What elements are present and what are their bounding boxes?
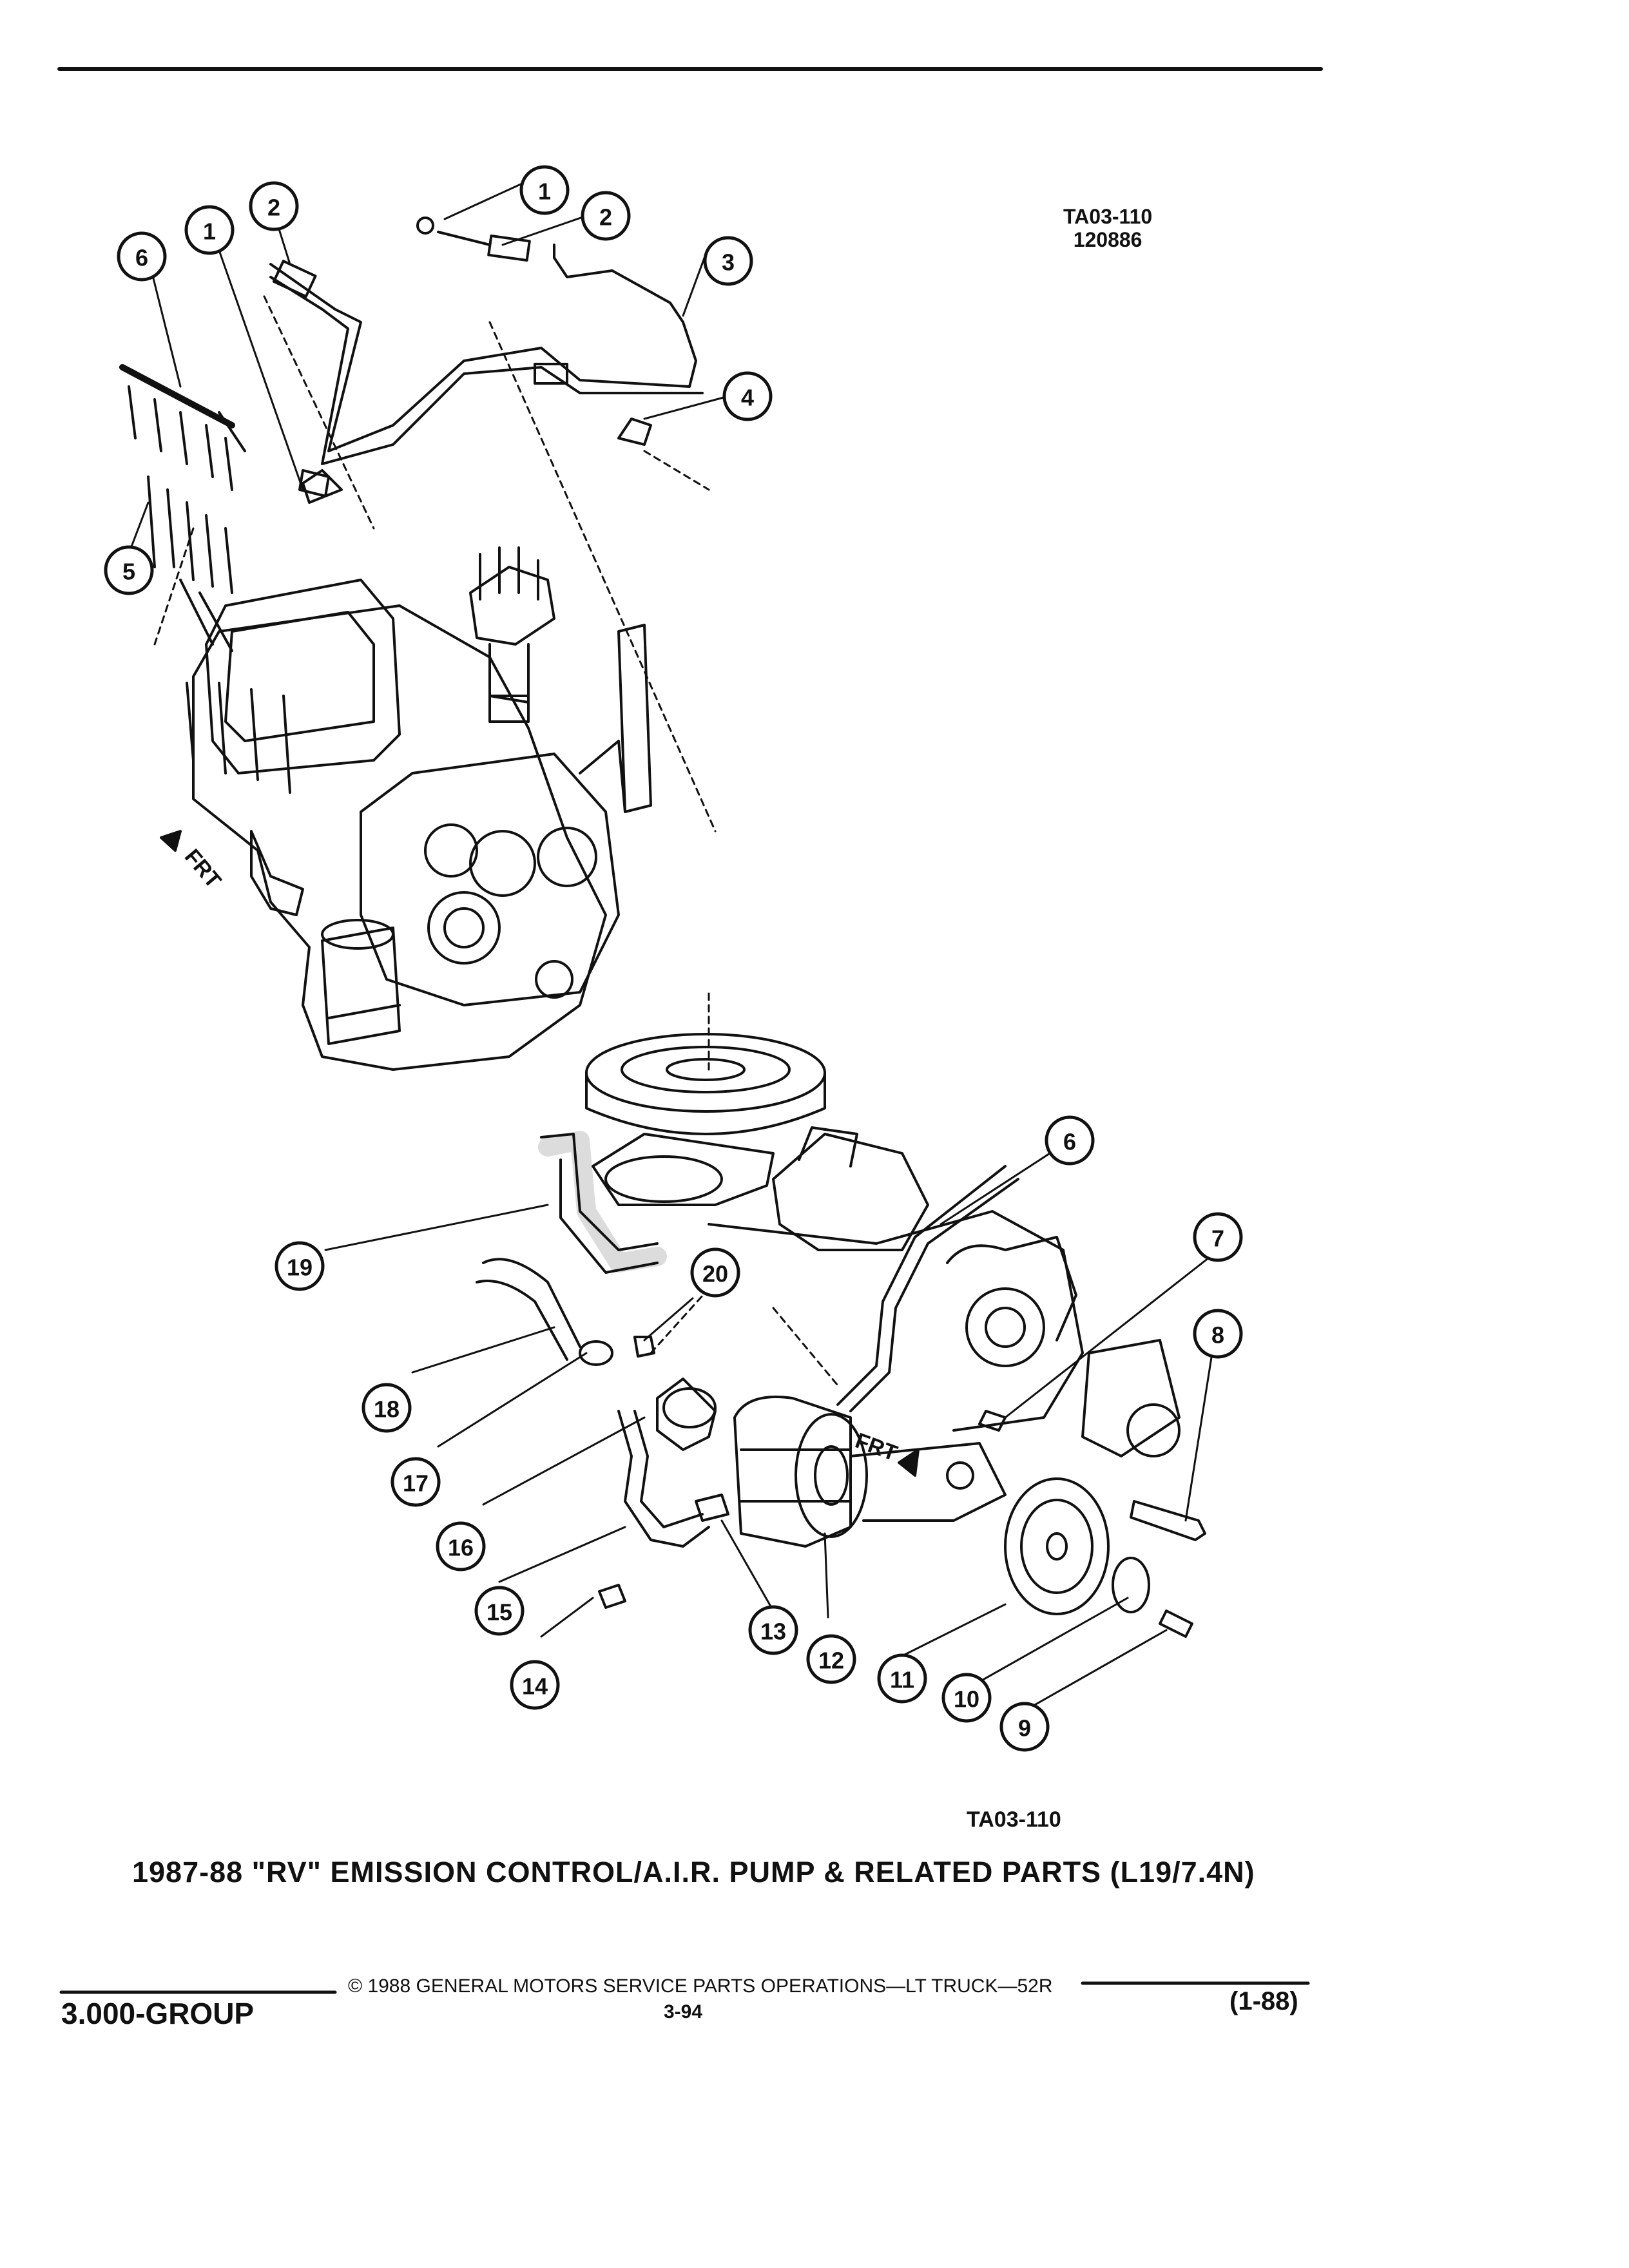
callout-label-4: 4	[741, 385, 754, 411]
callout-circle-8	[1193, 1309, 1243, 1359]
callout-label-1-left: 1	[203, 218, 216, 245]
callout-label-8: 8	[1211, 1322, 1224, 1349]
callout-label-7: 7	[1211, 1225, 1224, 1252]
callout-label-11: 11	[890, 1667, 914, 1693]
callout-label-6-top: 6	[135, 245, 148, 271]
lower-leader-lines	[324, 1139, 1216, 1712]
callout-markers	[104, 165, 1243, 1752]
callout-label-18: 18	[374, 1396, 400, 1423]
callout-circle-2-left	[249, 181, 299, 231]
callout-circle-10	[941, 1673, 992, 1723]
callout-label-14: 14	[522, 1673, 548, 1700]
callout-label-3: 3	[722, 249, 735, 276]
callout-circle-18	[361, 1383, 412, 1433]
callout-circle-5	[104, 545, 154, 595]
callout-label-9: 9	[1018, 1715, 1031, 1742]
callout-circle-3	[703, 236, 753, 286]
figure-reference-date: 120886	[1073, 228, 1142, 251]
callout-label-1-top: 1	[538, 178, 551, 205]
callout-circle-2-top	[581, 191, 631, 241]
callout-circle-20	[690, 1247, 740, 1298]
front-label-upper: FRT	[180, 845, 226, 893]
copyright-line: © 1988 GENERAL MOTORS SERVICE PARTS OPER…	[348, 1975, 1053, 1997]
figure-reference-bottom: TA03-110	[967, 1807, 1061, 1832]
upper-engine-drawing	[186, 546, 652, 1071]
callout-label-10: 10	[954, 1686, 979, 1713]
callout-label-20: 20	[702, 1261, 728, 1287]
callout-label-2-top: 2	[599, 204, 612, 231]
callout-circle-15	[474, 1586, 525, 1636]
callout-circle-12	[806, 1634, 856, 1684]
figure-reference-code: TA03-110	[1063, 205, 1153, 228]
callout-circle-19	[275, 1241, 325, 1291]
callout-circle-6-top	[117, 231, 167, 282]
page-number: 3-94	[664, 2001, 703, 2023]
callout-circle-9	[999, 1702, 1050, 1752]
callout-label-16: 16	[448, 1535, 474, 1561]
callout-label-2-left: 2	[267, 195, 280, 221]
callout-circle-6-bottom	[1045, 1115, 1095, 1166]
callout-label-5: 5	[122, 559, 135, 585]
callout-label-13: 13	[760, 1619, 786, 1645]
callout-circle-13	[748, 1605, 798, 1655]
callout-label-6-bottom: 6	[1063, 1129, 1076, 1155]
front-arrow-upper	[160, 830, 182, 852]
callout-circle-11	[877, 1653, 927, 1704]
callout-label-12: 12	[818, 1648, 844, 1674]
air-pipe-assembly	[269, 216, 704, 497]
callout-label-17: 17	[403, 1470, 429, 1497]
callout-circle-14	[510, 1660, 560, 1710]
plug-wire-group	[119, 364, 343, 652]
figure-reference-top: TA03-110 120886	[1063, 205, 1152, 251]
callout-circle-1-top	[519, 165, 570, 215]
callout-circle-1-left	[184, 205, 235, 255]
callout-circle-4	[722, 371, 773, 421]
front-label-lower: FRT	[852, 1428, 900, 1466]
group-number: 3.000-GROUP	[61, 1997, 255, 2030]
callout-circle-17	[390, 1457, 441, 1507]
revision-date: (1-88)	[1229, 1987, 1298, 2015]
callout-label-19: 19	[287, 1254, 313, 1281]
figure-caption: 1987-88 "RV" EMISSION CONTROL/A.I.R. PUM…	[132, 1856, 1255, 1888]
callout-circle-7	[1193, 1212, 1243, 1262]
lower-pump-drawing	[476, 1033, 1206, 1638]
callout-label-15: 15	[487, 1599, 512, 1626]
callout-circle-16	[436, 1521, 486, 1571]
